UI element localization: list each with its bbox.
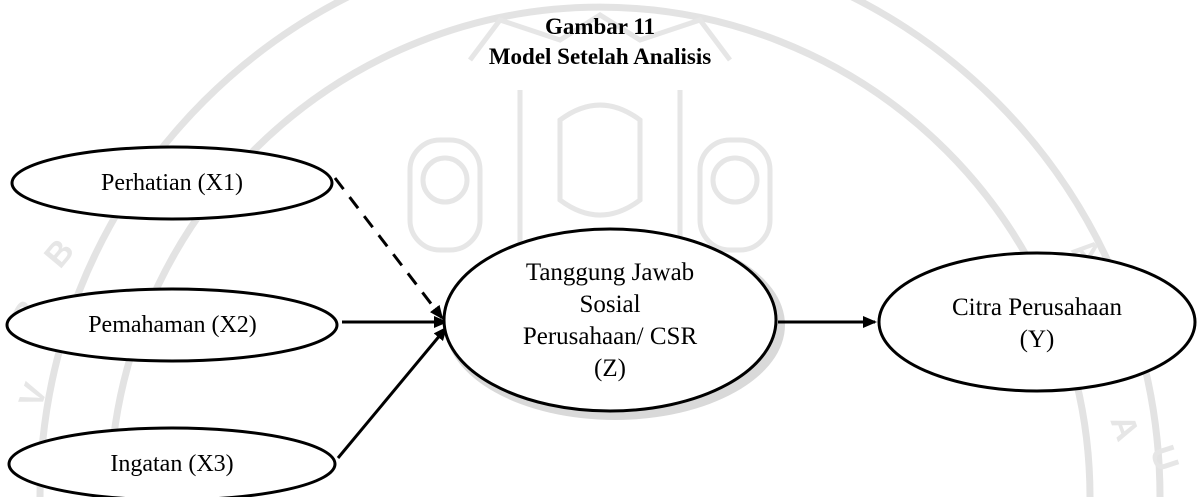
node-z-line-1: Tanggung Jawab xyxy=(525,259,695,286)
node-z-line-2: Sosial xyxy=(579,291,641,318)
edge-x1-z xyxy=(333,177,444,320)
node-x3 xyxy=(7,426,337,497)
figure-title: Model Setelah Analisis xyxy=(488,44,712,69)
node-z-line-3: Perusahaan/ CSR xyxy=(522,323,698,350)
node-x3-label: Ingatan (X3) xyxy=(110,451,234,477)
figure-label: Gambar 11 xyxy=(544,14,656,39)
node-z-label: Tanggung Jawab Sosial Perusahaan/ CSR (Z… xyxy=(470,257,750,385)
node-x2 xyxy=(5,287,339,363)
node-z-line-4: (Z) xyxy=(594,355,626,382)
node-y-line-2: (Y) xyxy=(1019,326,1055,353)
node-x2-label: Pemahaman (X2) xyxy=(88,312,257,338)
edge-x3-z xyxy=(336,326,448,459)
node-y-line-1: Citra Perusahaan xyxy=(951,294,1123,321)
node-z xyxy=(442,227,778,413)
node-y-label: Citra Perusahaan (Y) xyxy=(892,292,1182,356)
node-y xyxy=(877,251,1197,393)
node-x1 xyxy=(10,145,334,221)
node-x1-label: Perhatian (X1) xyxy=(101,170,243,196)
